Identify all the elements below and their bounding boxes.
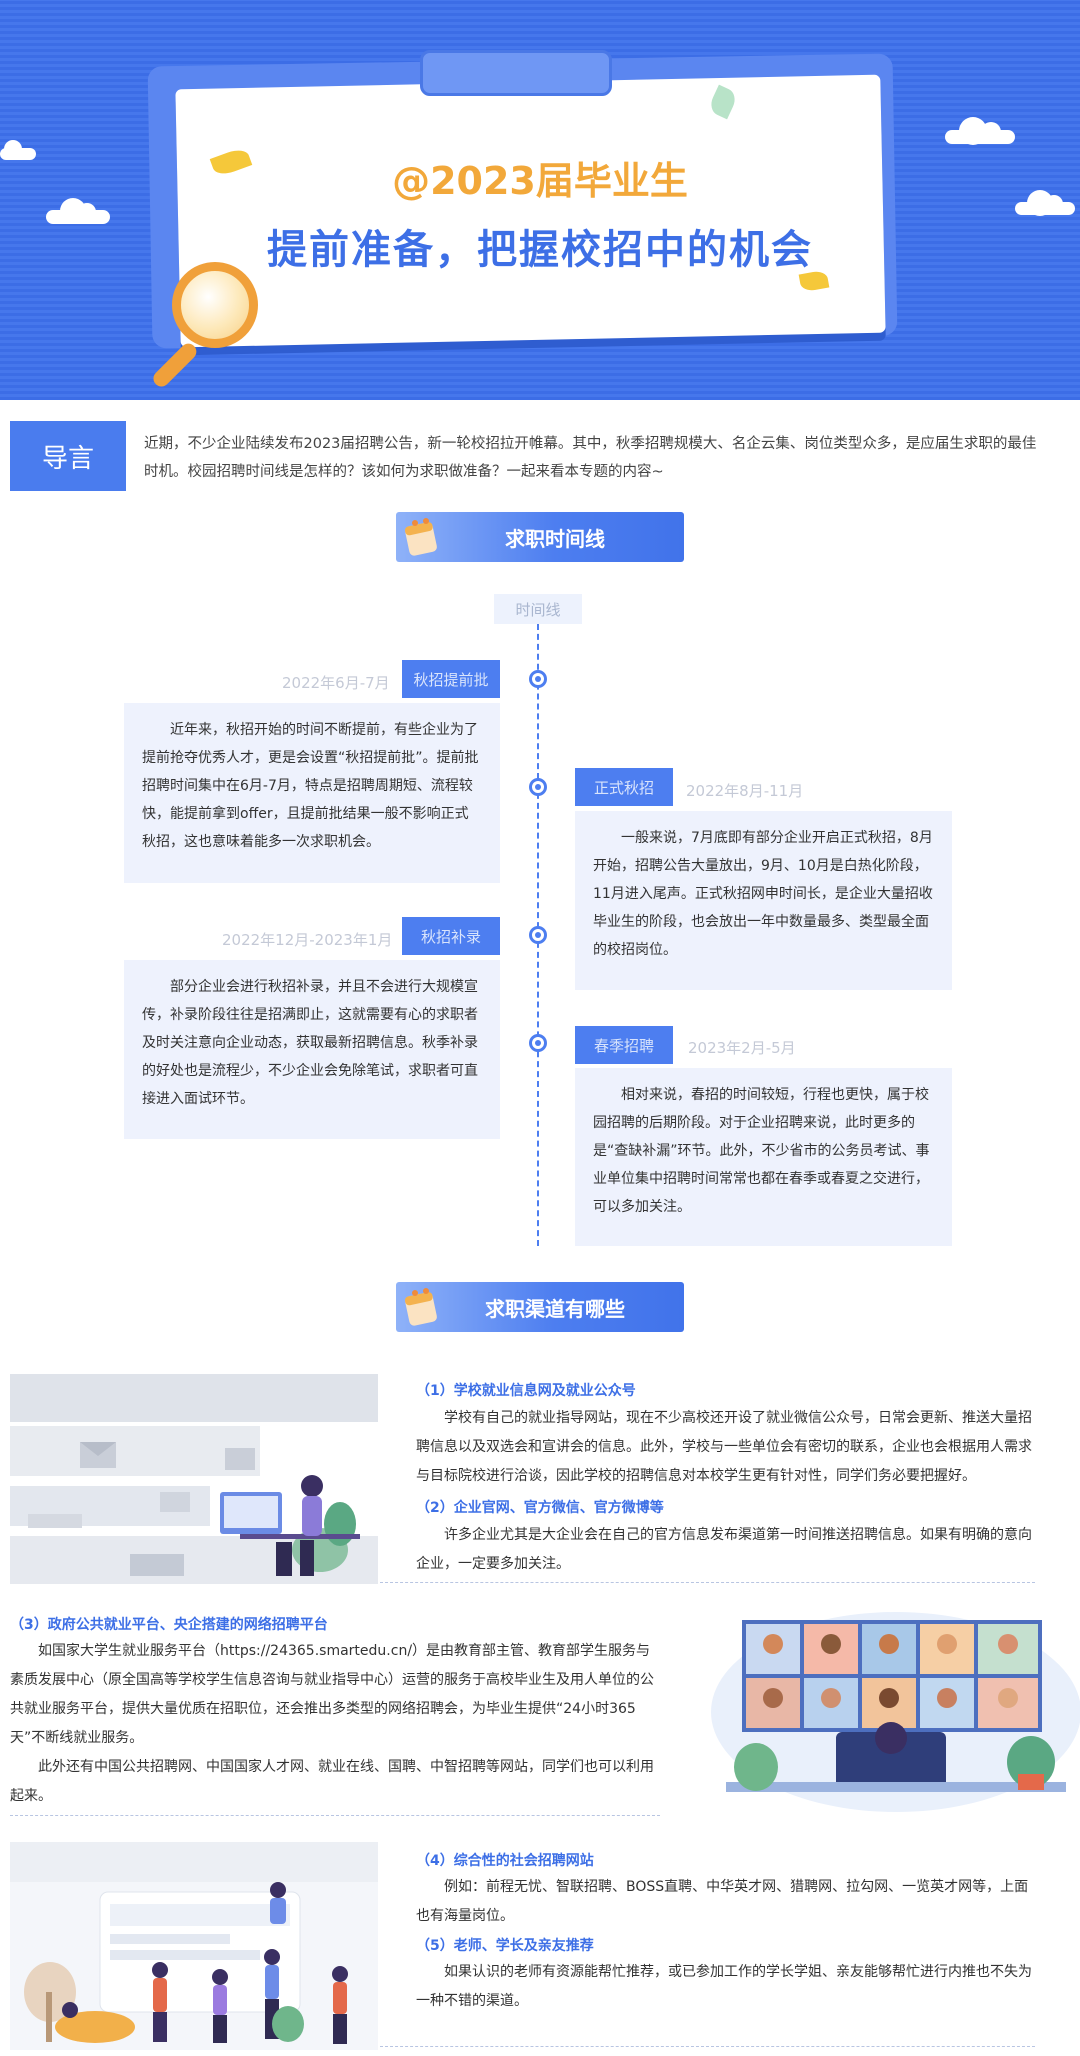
timeline-card: 部分企业会进行秋招补录，并且不会进行大规模宣传，补录阶段往往是招满即止，这就需要…	[124, 960, 500, 1139]
channel-heading: （3）政府公共就业平台、央企搭建的网络招聘平台	[10, 1617, 328, 1633]
channel-text: 此外还有中国公共招聘网、中国国家人才网、就业在线、国聘、中智招聘等网站，同学们也…	[10, 1759, 654, 1804]
timeline-tag: 春季招聘	[575, 1026, 673, 1064]
channel-heading: （2）企业官网、官方微信、官方微博等	[416, 1500, 664, 1516]
timeline-date: 2022年12月-2023年1月	[222, 931, 393, 949]
channel-text: 学校有自己的就业指导网站，现在不少高校还开设了就业微信公众号，日常会更新、推送大…	[416, 1410, 1032, 1484]
divider	[380, 1582, 1035, 1583]
timeline-tag: 秋招补录	[402, 917, 500, 955]
illustration-video-call	[706, 1602, 1080, 1812]
cloud-decoration	[945, 117, 1015, 145]
banner-title-line1: @2023届毕业生	[392, 159, 688, 203]
timeline-date: 2022年6月-7月	[282, 674, 390, 692]
timeline-card: 近年来，秋招开始的时间不断提前，有些企业为了提前抢夺优秀人才，更是会设置“秋招提…	[124, 703, 500, 883]
section-title: 求职渠道有哪些	[485, 1296, 625, 1321]
calendar-icon	[404, 518, 437, 556]
cloud-decoration	[1015, 190, 1075, 216]
timeline-node	[529, 1034, 547, 1052]
illustration-people-laptop	[10, 1842, 378, 2050]
channel-text: 许多企业尤其是大企业会在自己的官方信息发布渠道第一时间推送招聘信息。如果有明确的…	[416, 1527, 1032, 1572]
timeline-card: 一般来说，7月底即有部分企业开启正式秋招，8月开始，招聘公告大量放出，9月、10…	[575, 811, 952, 990]
section-header-channels: 求职渠道有哪些	[396, 1282, 684, 1332]
cloud-decoration	[46, 198, 110, 224]
channel-heading: （5）老师、学长及亲友推荐	[416, 1938, 594, 1954]
timeline-node	[529, 670, 547, 688]
timeline-node	[529, 778, 547, 796]
timeline-tag: 秋招提前批	[402, 660, 500, 698]
channel-heading: （4）综合性的社会招聘网站	[416, 1853, 594, 1869]
timeline-label: 时间线	[494, 594, 582, 624]
channel-text: 如果认识的老师有资源能帮忙推荐，或已参加工作的学长学姐、亲友能够帮忙进行内推也不…	[416, 1964, 1032, 2009]
intro-text: 近期，不少企业陆续发布2023届招聘公告，新一轮校招拉开帷幕。其中，秋季招聘规模…	[144, 436, 1037, 480]
cloud-decoration	[0, 140, 36, 160]
intro-tag: 导言	[10, 421, 126, 491]
channel-heading: （1）学校就业信息网及就业公众号	[416, 1383, 636, 1399]
channel-text: 例如：前程无忧、智联招聘、BOSS直聘、中华英才网、猎聘网、拉勾网、一览英才网等…	[416, 1879, 1029, 1924]
board-paper	[175, 74, 886, 348]
divider	[10, 1815, 660, 1816]
calendar-icon	[404, 1288, 437, 1326]
illustration-desk-worker	[10, 1374, 378, 1584]
section-header-timeline: 求职时间线	[396, 512, 684, 562]
clipboard-clip	[420, 50, 612, 96]
banner-title-line2: 提前准备，把握校招中的机会	[267, 227, 813, 273]
channel-text: 如国家大学生就业服务平台（https://24365.smartedu.cn/）…	[10, 1643, 654, 1746]
timeline-card: 相对来说，春招的时间较短，行程也更快，属于校园招聘的后期阶段。对于企业招聘来说，…	[575, 1068, 952, 1246]
timeline-date: 2022年8月-11月	[686, 782, 804, 800]
header-banner: @2023届毕业生 提前准备，把握校招中的机会	[0, 0, 1080, 400]
timeline-date: 2023年2月-5月	[688, 1039, 796, 1057]
timeline-node	[529, 926, 547, 944]
timeline-tag: 正式秋招	[575, 768, 673, 806]
divider	[380, 2046, 1035, 2047]
section-title: 求职时间线	[505, 526, 605, 551]
